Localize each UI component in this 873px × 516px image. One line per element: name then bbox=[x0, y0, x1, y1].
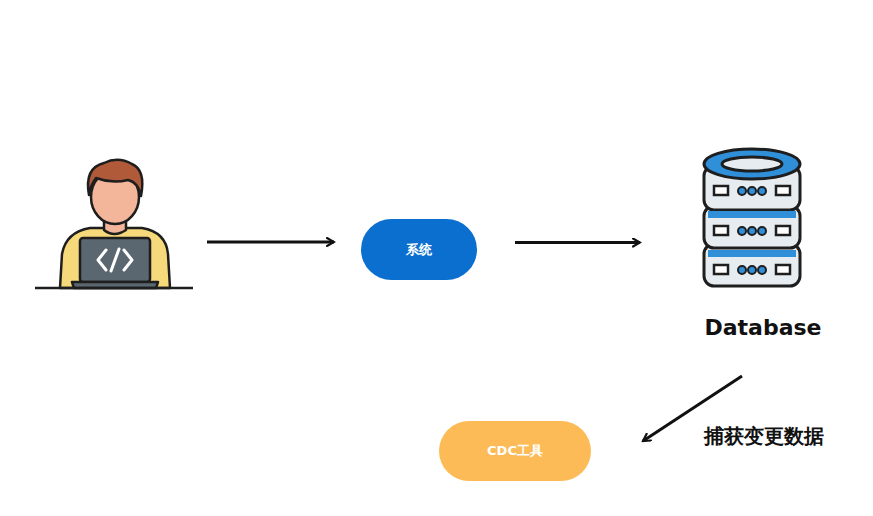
node-caption: Database bbox=[704, 315, 821, 340]
edge-label: 捕获变更数据 bbox=[702, 423, 826, 450]
database-node: Database bbox=[690, 140, 836, 340]
database-icon bbox=[704, 149, 800, 286]
tool-pill: CDC工具 bbox=[439, 421, 591, 481]
node-label: 系统 bbox=[406, 241, 432, 259]
node-label: CDC工具 bbox=[487, 442, 543, 460]
flow-arrow bbox=[515, 241, 640, 244]
developer-icon bbox=[60, 160, 170, 288]
process-pill: 系统 bbox=[361, 219, 477, 280]
user-arrow bbox=[207, 241, 334, 244]
desk-line bbox=[35, 287, 193, 290]
